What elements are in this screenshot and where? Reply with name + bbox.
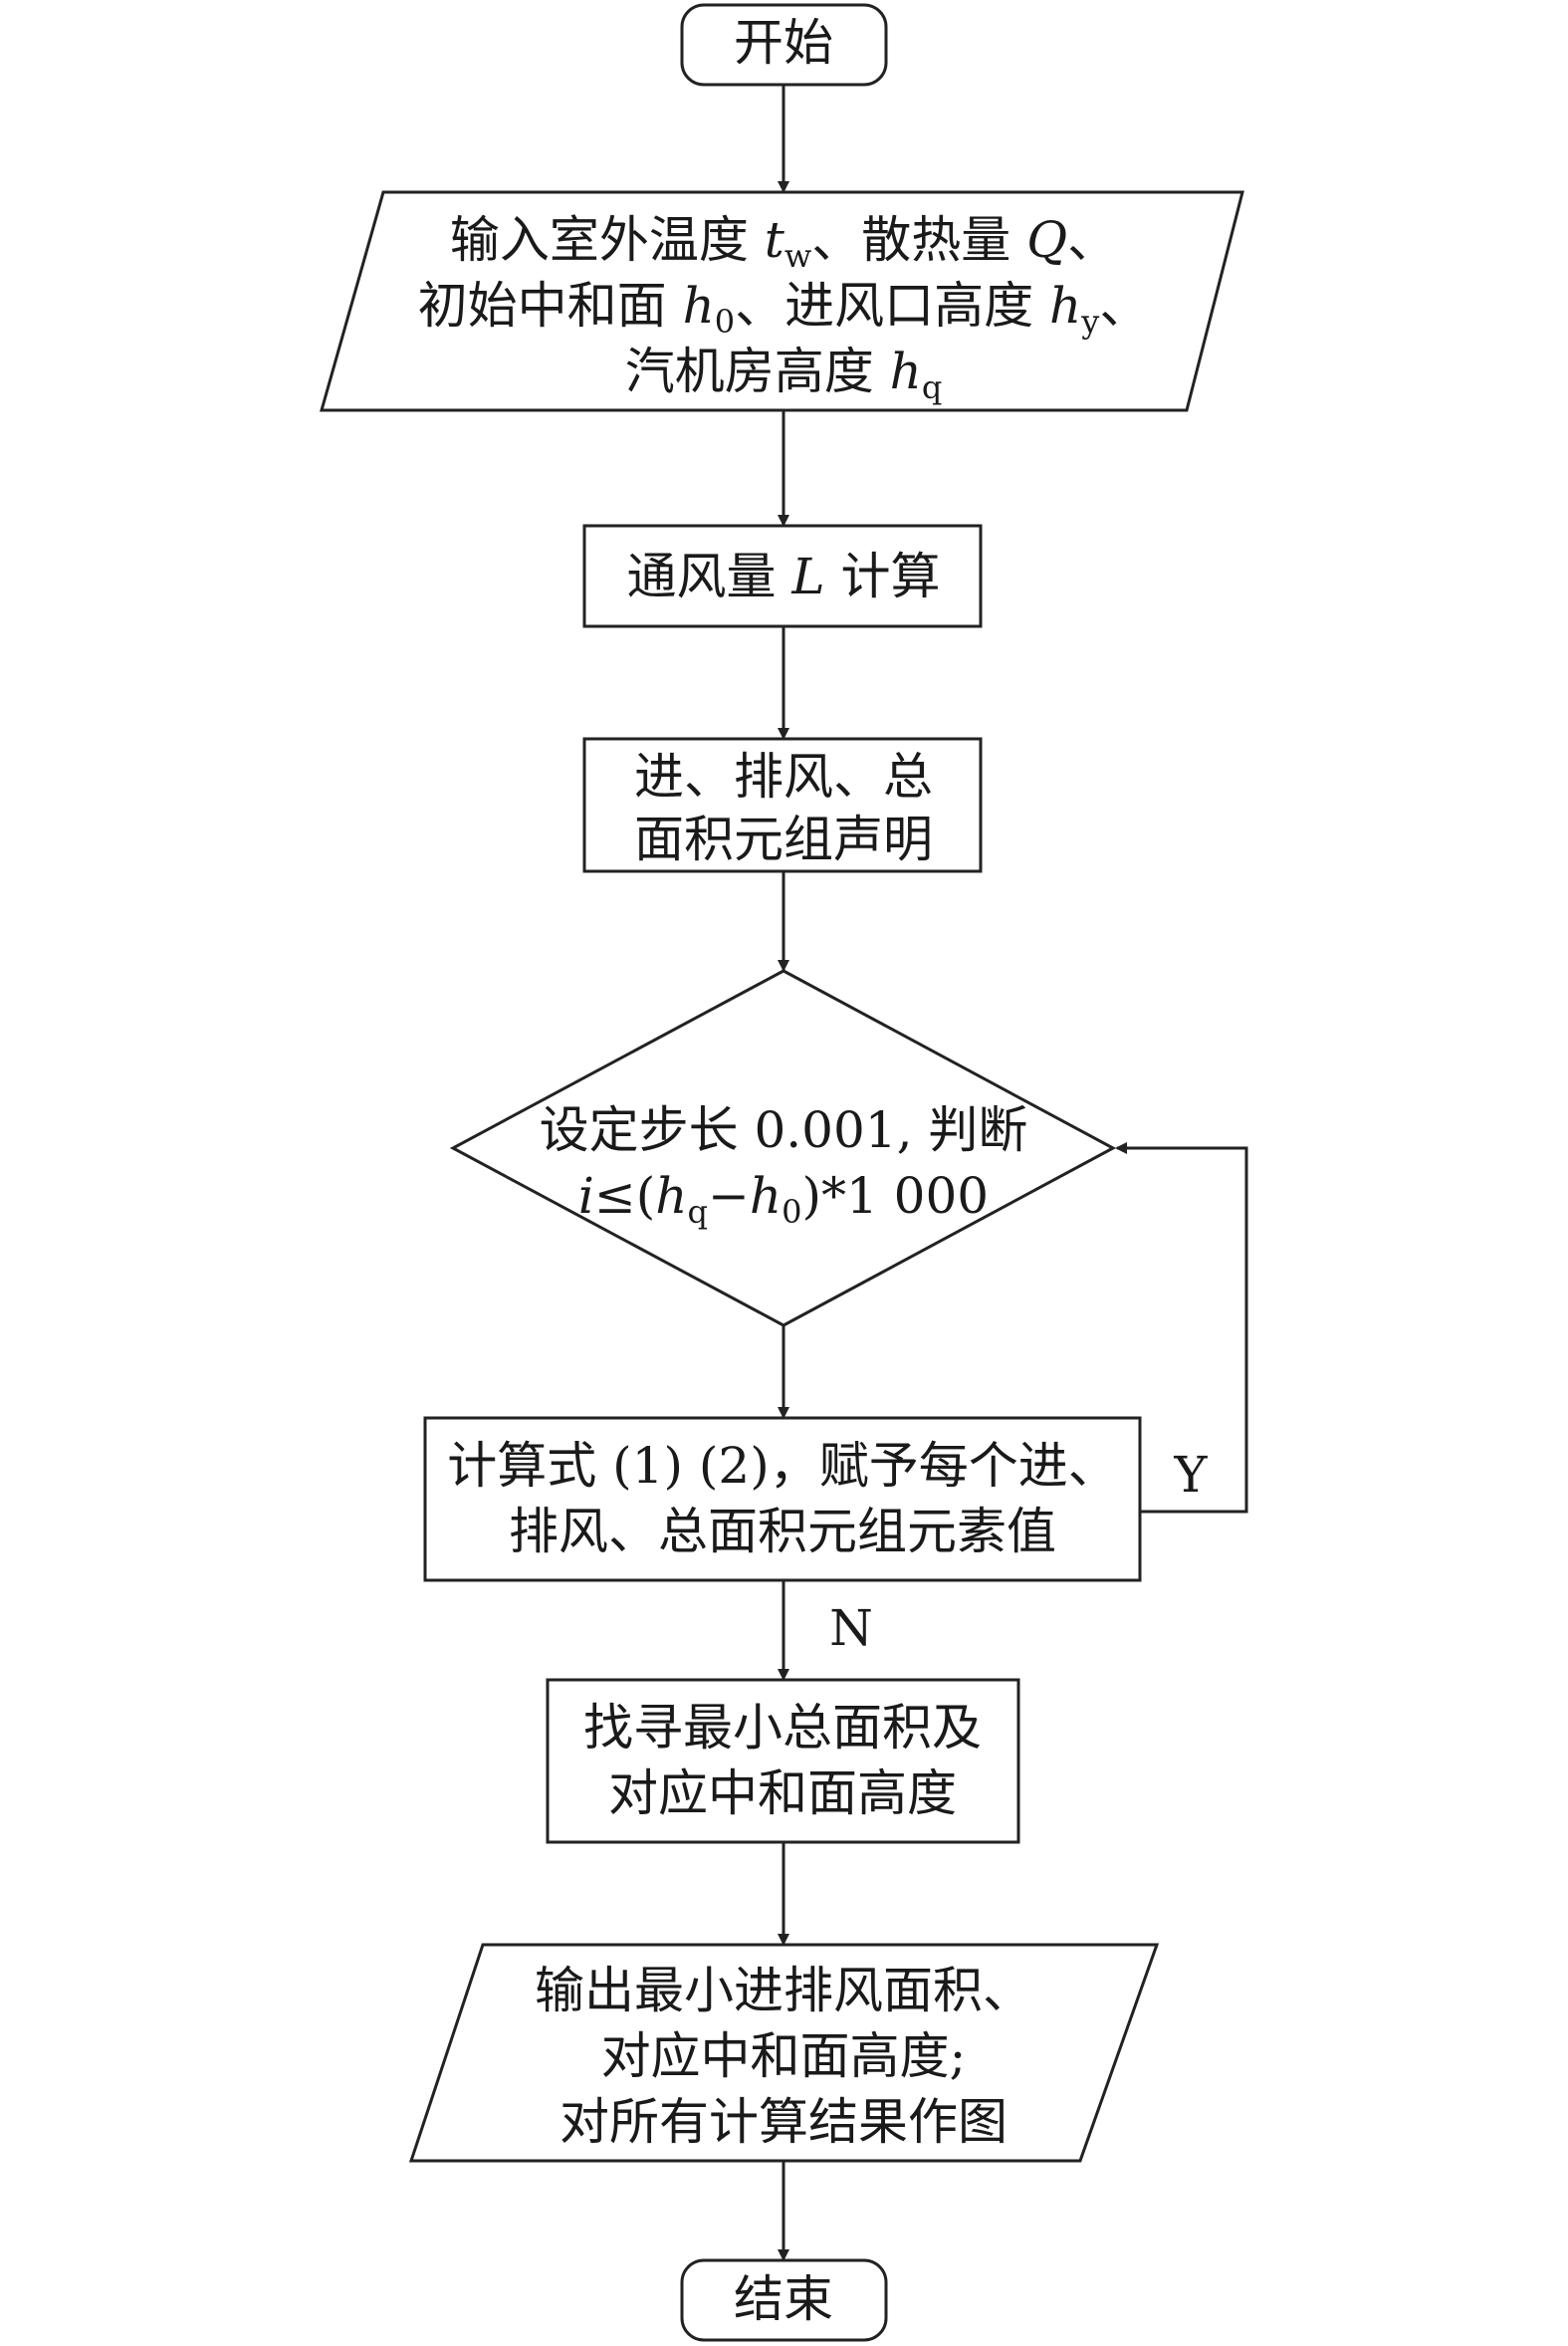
decision-line-2: i≤(hq−h0)*1 000 (578, 1167, 989, 1231)
declare-process (582, 737, 983, 873)
input-line-1-text-b: 、散热量 (811, 211, 1026, 269)
input-sub-0: 0 (715, 303, 735, 341)
airflow-text-a: 通风量 (626, 548, 791, 605)
decision-sub-0: 0 (782, 1193, 801, 1231)
decision-le: ≤( (594, 1167, 655, 1225)
end-terminal (680, 2258, 888, 2342)
input-sub-y: y (1080, 303, 1099, 341)
declare-line-2: 面积元组声明 (634, 811, 933, 868)
find-line-2: 对应中和面高度 (608, 1764, 957, 1822)
input-var-hy: h (1049, 277, 1081, 335)
decision-var-h2: h (750, 1167, 782, 1225)
decision-var-i: i (578, 1167, 594, 1225)
decision-sub-q: q (688, 1193, 708, 1231)
airflow-var-l: L (790, 548, 824, 605)
input-line-1-text-a: 输入室外温度 (450, 211, 765, 269)
input-line-2-text-b: 、进风口高度 (735, 277, 1049, 335)
input-sub-q: q (922, 368, 942, 406)
decision-line-1: 设定步长 0.001, 判断 (540, 1101, 1028, 1159)
input-line-2-text-c: 、 (1099, 277, 1149, 335)
declare-line-1: 进、排风、总 (634, 748, 933, 806)
label-yes: Y (1173, 1446, 1208, 1504)
compute-line-2: 排风、总面积元组元素值 (509, 1503, 1056, 1560)
input-line-1: 输入室外温度 tw、散热量 Q、 (450, 211, 1117, 275)
decision-minus: − (708, 1167, 750, 1225)
input-line-2: 初始中和面 h0、进风口高度 hy、 (418, 277, 1150, 341)
find-process (546, 1678, 1020, 1844)
airflow-process (582, 524, 983, 628)
output-line-1: 输出最小进排风面积、 (535, 1962, 1032, 2019)
input-var-hq: h (890, 343, 922, 400)
find-line-1: 找寻最小总面积及 (583, 1699, 982, 1757)
airflow-label: 通风量 L 计算 (626, 548, 940, 605)
decision-var-h1: h (655, 1167, 687, 1225)
output-line-3: 对所有计算结果作图 (560, 2093, 1008, 2151)
decision-tail: )*1 000 (801, 1167, 989, 1225)
compute-process (423, 1416, 1142, 1582)
end-label: 结束 (734, 2270, 833, 2328)
input-line-1-text-c: 、 (1067, 211, 1117, 269)
arrow-loop-yes (1115, 1142, 1248, 1514)
output-parallelogram (408, 1943, 1160, 2163)
input-var-t: t (765, 211, 785, 269)
input-line-2-text-a: 初始中和面 (418, 277, 683, 335)
label-no: N (829, 1599, 873, 1657)
input-parallelogram (320, 190, 1244, 412)
input-var-q: Q (1026, 211, 1067, 269)
input-var-h0: h (683, 277, 715, 335)
start-label: 开始 (734, 14, 833, 72)
input-line-3: 汽机房高度 hq (625, 343, 943, 406)
compute-line-1: 计算式 (1) (2)，赋予每个进、 (447, 1437, 1117, 1495)
input-sub-w: w (784, 237, 811, 275)
airflow-text-b: 计算 (825, 548, 941, 605)
input-line-3-text-a: 汽机房高度 (625, 343, 890, 400)
output-line-2: 对应中和面高度; (601, 2027, 967, 2085)
